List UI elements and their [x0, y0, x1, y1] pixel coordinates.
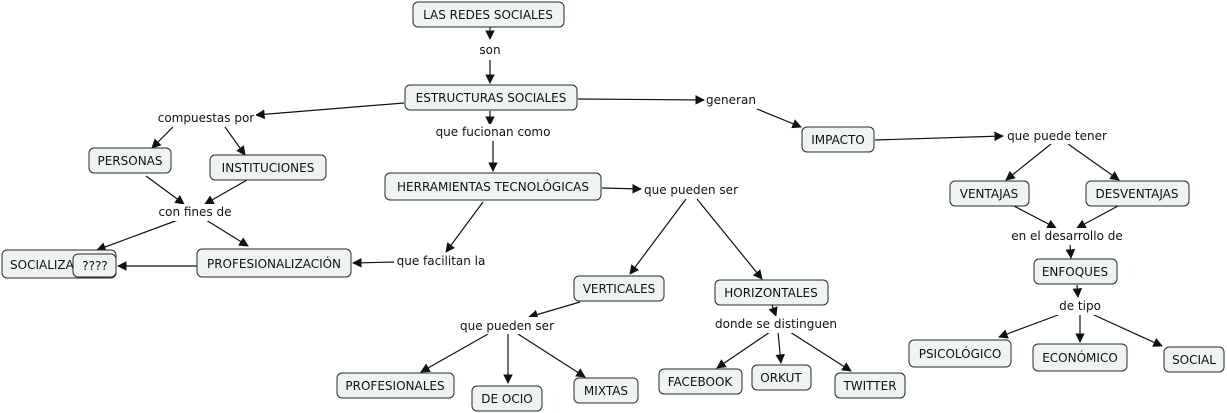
- node-profesionales[interactable]: PROFESIONALES: [336, 372, 455, 399]
- link-en-el-desarrollo-de: en el desarrollo de: [1011, 229, 1123, 243]
- svg-text:LAS REDES SOCIALES: LAS REDES SOCIALES: [423, 8, 553, 22]
- node-las-redes-sociales[interactable]: LAS REDES SOCIALES: [412, 1, 565, 28]
- node-psicologico[interactable]: PSICOLÓGICO: [908, 339, 1012, 368]
- node-facebook[interactable]: FACEBOOK: [658, 368, 743, 395]
- edges: [96, 27, 1163, 384]
- node-horizontales[interactable]: HORIZONTALES: [714, 279, 829, 306]
- link-que-pueden-ser: que pueden ser: [644, 183, 738, 197]
- svg-text:SOCIAL: SOCIAL: [1172, 353, 1216, 367]
- node-profesionalizacion[interactable]: PROFESIONALIZACIÓN: [196, 248, 352, 278]
- svg-text:ORKUT: ORKUT: [760, 371, 802, 385]
- node-ventajas[interactable]: VENTAJAS: [949, 180, 1030, 207]
- svg-text:FACEBOOK: FACEBOOK: [668, 375, 734, 389]
- link-que-puede-tener: que puede tener: [1007, 129, 1107, 143]
- svg-text:DE OCIO: DE OCIO: [481, 392, 532, 406]
- svg-text:HERRAMIENTAS TECNOLÓGICAS: HERRAMIENTAS TECNOLÓGICAS: [397, 179, 589, 194]
- svg-text:PROFESIONALES: PROFESIONALES: [345, 379, 444, 393]
- svg-text:ENFOQUES: ENFOQUES: [1042, 265, 1108, 279]
- link-con-fines-de: con fines de: [159, 205, 232, 219]
- svg-text:PERSONAS: PERSONAS: [97, 154, 162, 168]
- svg-text:PSICOLÓGICO: PSICOLÓGICO: [919, 346, 1002, 361]
- linking-phrases: son compuestas por que fucionan como gen…: [155, 41, 1126, 334]
- svg-text:????: ????: [82, 259, 107, 273]
- link-generan: generan: [706, 93, 756, 107]
- link-de-tipo: de tipo: [1059, 299, 1101, 313]
- node-verticales[interactable]: VERTICALES: [573, 275, 665, 302]
- node-de-ocio[interactable]: DE OCIO: [471, 385, 543, 412]
- svg-text:TWITTER: TWITTER: [842, 379, 896, 393]
- svg-text:MIXTAS: MIXTAS: [584, 384, 628, 398]
- node-herramientas-tecnologicas[interactable]: HERRAMIENTAS TECNOLÓGICAS: [384, 172, 602, 201]
- node-instituciones[interactable]: INSTITUCIONES: [209, 154, 327, 181]
- link-son: son: [479, 43, 500, 57]
- node-orkut[interactable]: ORKUT: [751, 364, 812, 391]
- link-que-pueden-ser-2: que pueden ser: [460, 319, 554, 333]
- svg-text:ECONÓMICO: ECONÓMICO: [1042, 350, 1118, 365]
- link-compuestas-por: compuestas por: [158, 111, 255, 125]
- svg-text:VENTAJAS: VENTAJAS: [960, 187, 1019, 201]
- node-twitter[interactable]: TWITTER: [834, 372, 906, 399]
- svg-text:IMPACTO: IMPACTO: [811, 133, 865, 147]
- svg-text:ESTRUCTURAS SOCIALES: ESTRUCTURAS SOCIALES: [416, 91, 567, 105]
- svg-text:VERTICALES: VERTICALES: [583, 282, 656, 296]
- node-unknown[interactable]: ????: [72, 253, 117, 278]
- node-enfoques[interactable]: ENFOQUES: [1033, 258, 1118, 285]
- link-que-facilitan-la: que facilitan la: [397, 254, 486, 268]
- svg-text:DESVENTAJAS: DESVENTAJAS: [1096, 187, 1179, 201]
- svg-text:INSTITUCIONES: INSTITUCIONES: [222, 161, 315, 175]
- node-social[interactable]: SOCIAL: [1163, 346, 1225, 373]
- node-desventajas[interactable]: DESVENTAJAS: [1085, 180, 1190, 207]
- node-impacto[interactable]: IMPACTO: [801, 126, 875, 153]
- node-personas[interactable]: PERSONAS: [88, 147, 172, 174]
- node-economico[interactable]: ECONÓMICO: [1032, 343, 1128, 372]
- link-que-fucionan-como: que fucionan como: [436, 125, 551, 139]
- svg-text:HORIZONTALES: HORIZONTALES: [724, 286, 817, 300]
- node-mixtas[interactable]: MIXTAS: [573, 377, 639, 404]
- node-estructuras-sociales[interactable]: ESTRUCTURAS SOCIALES: [404, 84, 578, 111]
- svg-text:PROFESIONALIZACIÓN: PROFESIONALIZACIÓN: [207, 256, 341, 271]
- link-donde-se-distinguen: donde se distinguen: [715, 317, 837, 331]
